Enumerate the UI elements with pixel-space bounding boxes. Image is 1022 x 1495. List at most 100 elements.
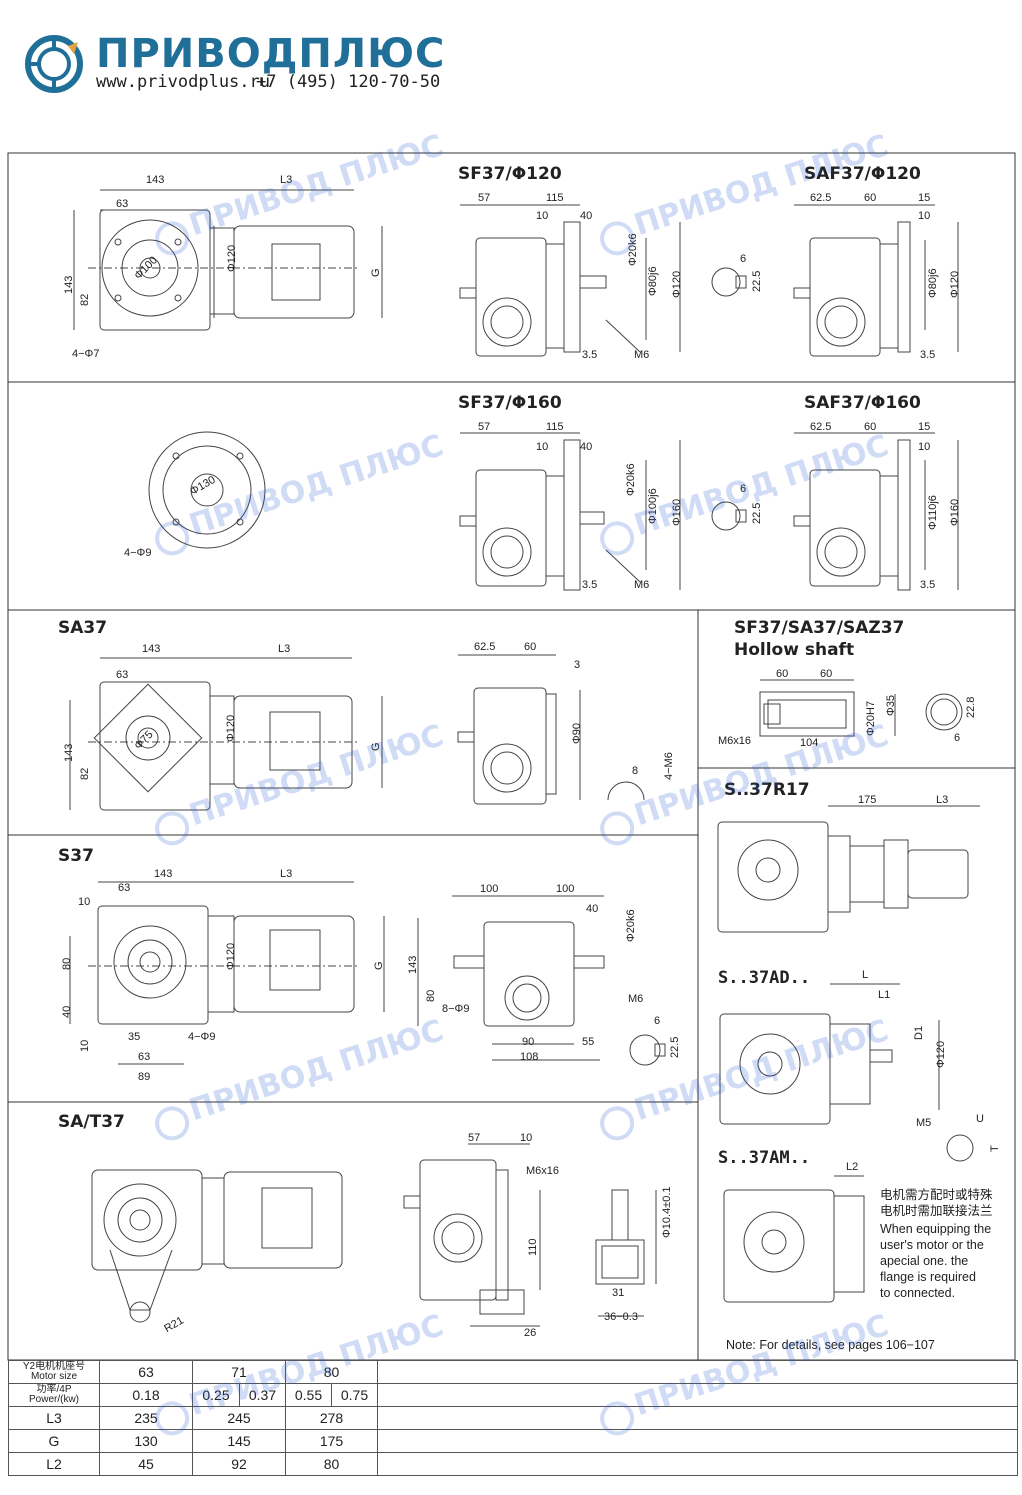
dim-text: 3.5 — [920, 349, 935, 361]
website-link[interactable]: www.privodplus.ru — [96, 72, 270, 92]
table-row: G 130 145 175 — [8, 1429, 1018, 1453]
dim-text: 55 — [582, 1036, 594, 1048]
dim-text: 31 — [612, 1287, 624, 1299]
sf160-flange-view — [149, 432, 265, 548]
dim-text: 6 — [740, 253, 746, 265]
dim-text: 108 — [520, 1051, 538, 1063]
dim-text: Φ120 — [225, 943, 237, 970]
table-cell: 80 — [285, 1360, 378, 1384]
dim-text: 175 — [858, 794, 876, 806]
dim-text: 143 — [154, 868, 172, 880]
dim-text: L2 — [846, 1161, 858, 1173]
dim-text: 60 — [820, 668, 832, 680]
row-label-en: Power/(kw) — [28, 1394, 79, 1405]
dim-text: 6 — [654, 1015, 660, 1027]
dim-text: Φ160 — [949, 499, 961, 526]
dim-text: 22.5 — [751, 503, 763, 524]
dim-text: Φ120 — [935, 1041, 947, 1068]
table-cell: 63 — [99, 1360, 193, 1384]
dim-text: L — [862, 969, 868, 981]
dim-text: 22.5 — [751, 271, 763, 292]
dim-text: 4−Φ9 — [188, 1031, 215, 1043]
dim-text: 40 — [61, 1006, 73, 1018]
table-cell: 71 — [192, 1360, 286, 1384]
dim-text: 15 — [918, 421, 930, 433]
row-label: Y2电机机座号 Motor size — [8, 1360, 100, 1384]
table-cell: 0.25 — [192, 1383, 240, 1407]
dim-text: 60 — [864, 421, 876, 433]
dim-text: M6x16 — [526, 1165, 559, 1177]
dim-text: 62.5 — [474, 641, 495, 653]
dim-text: 82 — [79, 294, 91, 306]
dim-text: 63 — [118, 882, 130, 894]
dim-text: Φ100j6 — [647, 488, 659, 524]
logo[interactable] — [24, 34, 84, 94]
dim-text: Φ120 — [671, 271, 683, 298]
am-note-en-1: When equipping the — [880, 1222, 992, 1236]
dim-text: 110 — [527, 1238, 539, 1256]
table-cell-empty — [377, 1406, 1018, 1430]
dim-text: 6 — [740, 483, 746, 495]
sheet-frame — [8, 153, 1015, 1360]
dim-text: 89 — [138, 1071, 150, 1083]
dim-text: 40 — [580, 210, 592, 222]
row-label: G — [8, 1429, 100, 1453]
dim-text: 4−M6 — [663, 752, 675, 780]
table-cell: 0.55 — [285, 1383, 332, 1407]
dim-text: 40 — [580, 441, 592, 453]
sat37-front-view — [404, 1144, 540, 1326]
dim-text: G — [370, 268, 382, 277]
table-row: 功率/4P Power/(kw) 0.18 0.25 0.37 0.55 0.7… — [8, 1383, 1018, 1407]
table-cell-empty — [377, 1360, 1018, 1384]
dim-text: 62.5 — [810, 421, 831, 433]
dim-text: 143 — [146, 174, 164, 186]
dim-text: 3.5 — [920, 579, 935, 591]
panel-subtitle-hollow: Hollow shaft — [734, 640, 855, 660]
panel-title-r17: S..37R17 — [724, 780, 810, 800]
dim-text: Φ130 — [188, 474, 218, 498]
panel-title-am: S..37AM.. — [718, 1148, 811, 1168]
dim-text: 8−Φ9 — [442, 1003, 469, 1015]
table-cell: 0.18 — [99, 1383, 193, 1407]
table-cell: 45 — [99, 1452, 193, 1476]
dim-text: 3.5 — [582, 579, 597, 591]
dim-text: 3 — [574, 659, 580, 671]
am-note-cn-2: 电机时需加联接法兰 — [880, 1204, 993, 1218]
am-note-cn-1: 电机需方配时或特殊 — [880, 1188, 993, 1202]
dim-text: 26 — [524, 1327, 536, 1339]
row-label: 功率/4P Power/(kw) — [8, 1383, 100, 1407]
table-cell: 130 — [99, 1429, 193, 1453]
table-cell: 235 — [99, 1406, 193, 1430]
row-label-cn: Y2电机机座号 — [22, 1361, 86, 1372]
sat37-side-view — [92, 1170, 342, 1322]
table-cell: 175 — [285, 1429, 378, 1453]
dim-text: Φ80j6 — [647, 266, 659, 296]
dim-text: 15 — [918, 192, 930, 204]
dim-text: 10 — [78, 896, 90, 908]
table-cell-empty — [377, 1429, 1018, 1453]
dim-text: 63 — [138, 1051, 150, 1063]
panel-title-sa37: SA37 — [58, 618, 108, 638]
dim-text: 22.5 — [669, 1037, 681, 1058]
sf120-front-view — [460, 205, 746, 356]
dim-text: 62.5 — [810, 192, 831, 204]
am-note-en-4: flange is required — [880, 1270, 976, 1284]
dim-text: 57 — [478, 421, 490, 433]
table-cell: 278 — [285, 1406, 378, 1430]
table-cell-empty — [377, 1383, 1018, 1407]
phone-number[interactable]: +7 (495) 120-70-50 — [256, 72, 441, 92]
dim-text: M6 — [634, 579, 649, 591]
panel-title-saf120: SAF37/Φ120 — [804, 164, 921, 184]
dim-text: 80 — [61, 958, 73, 970]
dim-text: 36−0.3 — [604, 1311, 638, 1323]
ad-view — [720, 984, 973, 1161]
spec-table: Y2电机机座号 Motor size 63 71 80 功率/4P Power/… — [8, 1360, 1018, 1476]
s37-side-view — [70, 882, 384, 1064]
dim-text: Φ120 — [226, 245, 238, 272]
dim-text: 80 — [425, 990, 437, 1002]
sf160-front-view — [460, 433, 746, 590]
dim-text: M6 — [628, 993, 643, 1005]
table-cell: 0.75 — [331, 1383, 378, 1407]
sa37-side-view — [70, 658, 382, 810]
dim-text: 143 — [63, 744, 75, 762]
